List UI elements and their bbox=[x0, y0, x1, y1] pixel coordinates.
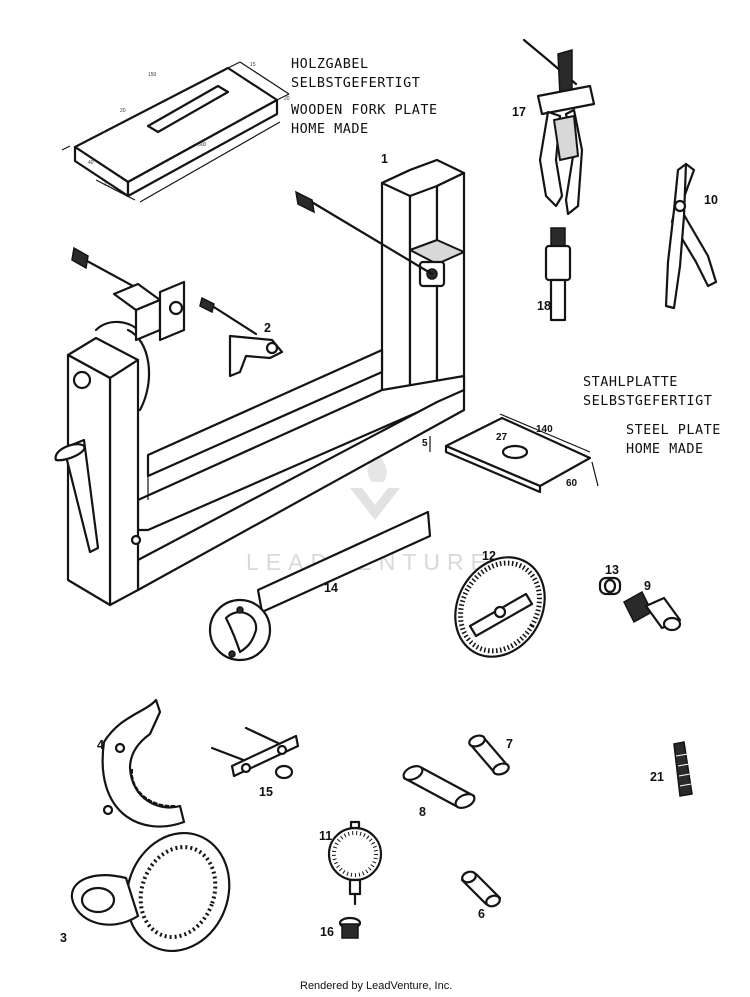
circlip-pliers-part-10 bbox=[664, 162, 718, 310]
label-part-1: 1 bbox=[381, 152, 388, 166]
adapter-part-9 bbox=[623, 590, 682, 632]
label-part-6: 6 bbox=[478, 907, 485, 921]
fork-dim-75: 75 bbox=[104, 182, 110, 188]
label-part-18: 18 bbox=[537, 299, 551, 313]
fork-dim-20: 20 bbox=[284, 96, 290, 102]
label-part-15: 15 bbox=[259, 785, 273, 799]
label-part-2: 2 bbox=[264, 321, 271, 335]
steel-dim-60: 60 bbox=[566, 478, 578, 489]
label-part-12: 12 bbox=[482, 549, 496, 563]
steel-dim-140: 140 bbox=[536, 424, 553, 435]
dial-gauge-part-11 bbox=[327, 820, 383, 906]
fork-dim-300: 300 bbox=[198, 142, 207, 148]
holding-wrench-part-14 bbox=[208, 510, 432, 662]
label-part-16: 16 bbox=[320, 925, 334, 939]
label-part-13: 13 bbox=[605, 563, 619, 577]
label-part-10: 10 bbox=[704, 193, 718, 207]
mounting-plate-part-2 bbox=[199, 296, 284, 378]
label-part-3: 3 bbox=[60, 931, 67, 945]
sleeve-part-8 bbox=[402, 765, 476, 809]
note-wooden-fork-plate: WOODEN FORK PLATE bbox=[291, 102, 438, 118]
steel-plate: 140 60 5 27 bbox=[422, 413, 599, 494]
fork-dim-15: 15 bbox=[250, 62, 256, 68]
adapter-part-16 bbox=[338, 916, 362, 939]
clutch-holder-part-4 bbox=[101, 698, 186, 828]
note-stahlplatte: STAHLPLATTE bbox=[583, 374, 678, 390]
clutch-holder-part-3 bbox=[70, 831, 231, 953]
bushing-part-13 bbox=[598, 576, 622, 596]
label-part-7: 7 bbox=[506, 737, 513, 751]
steel-dim-5: 5 bbox=[422, 438, 428, 449]
footer-credit: Rendered by LeadVenture, Inc. bbox=[300, 980, 452, 992]
puller-adapter-part-18 bbox=[544, 227, 572, 322]
label-part-17: 17 bbox=[512, 105, 526, 119]
note-home-made-2: HOME MADE bbox=[626, 441, 704, 457]
fork-dim-150: 150 bbox=[148, 72, 157, 78]
tool-part-21 bbox=[673, 741, 693, 797]
stand-bracket bbox=[71, 246, 186, 342]
wooden-fork-plate-note: HOLZGABEL SELBSTGEFERTIGT WOODEN FORK PL… bbox=[291, 56, 438, 137]
steel-dim-27: 27 bbox=[496, 432, 508, 443]
flywheel-puller-part-15 bbox=[210, 726, 300, 780]
label-part-9: 9 bbox=[644, 579, 651, 593]
label-part-11: 11 bbox=[319, 829, 332, 843]
note-selbstgefertigt-2: SELBSTGEFERTIGT bbox=[583, 393, 712, 409]
label-part-14: 14 bbox=[324, 581, 338, 595]
fork-dim-40: 40 bbox=[88, 160, 94, 166]
engine-stand bbox=[54, 158, 466, 607]
label-part-4: 4 bbox=[97, 738, 104, 752]
label-part-21: 21 bbox=[650, 770, 664, 784]
note-home-made: HOME MADE bbox=[291, 121, 369, 137]
note-holzgabel: HOLZGABEL bbox=[291, 56, 369, 72]
degree-disc-part-12 bbox=[454, 556, 546, 658]
watermark-logo-icon bbox=[350, 488, 400, 520]
sleeve-part-7 bbox=[468, 734, 510, 776]
wooden-fork-plate: 150 15 300 40 20 20 75 bbox=[61, 61, 290, 203]
note-selbstgefertigt: SELBSTGEFERTIGT bbox=[291, 75, 420, 91]
note-steel-plate: STEEL PLATE bbox=[626, 422, 721, 438]
label-part-8: 8 bbox=[419, 805, 426, 819]
steel-plate-note: STAHLPLATTE SELBSTGEFERTIGT STEEL PLATE … bbox=[583, 374, 721, 457]
sleeve-part-6 bbox=[460, 870, 502, 908]
fork-dim-20b: 20 bbox=[120, 108, 126, 114]
puller-part-17 bbox=[522, 38, 596, 216]
